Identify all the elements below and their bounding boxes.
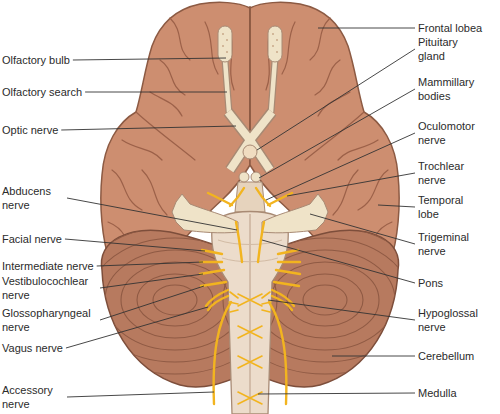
part-label: Intermediate nerve bbox=[2, 259, 94, 273]
brainstem bbox=[212, 212, 289, 414]
cerebellum bbox=[287, 274, 363, 326]
part-label: Accessory nerve bbox=[2, 383, 64, 411]
olfactory-tracts bbox=[226, 39, 228, 41]
leader-line bbox=[73, 58, 226, 60]
optic-chiasm bbox=[228, 112, 272, 170]
olfactory-tracts bbox=[222, 45, 224, 47]
olfactory-tracts bbox=[272, 33, 274, 35]
cerebellum bbox=[153, 285, 197, 315]
part-label: Vagus nerve bbox=[2, 341, 63, 355]
leader-line bbox=[65, 239, 205, 251]
part-label: Hypoglossal nerve bbox=[418, 306, 482, 334]
olfactory-tracts bbox=[225, 60, 275, 112]
olfactory-tracts bbox=[218, 26, 232, 62]
pituitary-mammillary bbox=[239, 172, 249, 182]
pituitary-mammillary bbox=[243, 145, 257, 159]
part-label: Oculomotor nerve bbox=[418, 119, 482, 147]
leader-line bbox=[97, 262, 203, 266]
leader-line bbox=[61, 126, 236, 130]
cranial-nerves bbox=[200, 188, 244, 404]
olfactory-tracts bbox=[218, 26, 282, 112]
optic-chiasm bbox=[228, 112, 272, 170]
part-label: Frontal lobea bbox=[418, 21, 482, 35]
longitudinal-fissure bbox=[249, 6, 250, 135]
olfactory-tracts bbox=[276, 39, 278, 41]
brainstem bbox=[235, 182, 265, 212]
part-label: Trochlear nerve bbox=[418, 159, 482, 187]
leader-line bbox=[67, 198, 237, 230]
trigeminal-roots bbox=[172, 194, 238, 233]
leader-line bbox=[259, 89, 415, 178]
pituitary-mammillary bbox=[239, 145, 261, 182]
trigeminal-roots bbox=[172, 194, 328, 233]
cerebellum bbox=[303, 285, 347, 315]
leader-line bbox=[67, 392, 214, 397]
optic-chiasm bbox=[228, 112, 272, 170]
part-label: Abducens nerve bbox=[2, 184, 64, 212]
leader-line bbox=[266, 133, 415, 200]
cranial-nerves bbox=[200, 188, 300, 404]
cranial-nerves bbox=[238, 294, 262, 404]
part-label: Olfactory search bbox=[2, 85, 82, 99]
part-label: Cerebellum bbox=[418, 349, 474, 363]
olfactory-tracts bbox=[222, 33, 278, 53]
part-label: Glossopharyngeal nerve bbox=[2, 306, 97, 334]
leader-line bbox=[318, 28, 415, 29]
olfactory-tracts bbox=[268, 26, 282, 62]
part-label: Medulla bbox=[418, 386, 457, 400]
part-label: Olfactory bulb bbox=[2, 53, 70, 67]
part-label: Facial nerve bbox=[2, 232, 62, 246]
olfactory-tracts bbox=[222, 33, 224, 35]
leader-line bbox=[258, 393, 415, 394]
olfactory-tracts bbox=[272, 45, 274, 47]
leader-line bbox=[378, 205, 415, 207]
leader-line bbox=[257, 49, 415, 150]
olfactory-tracts bbox=[226, 51, 228, 53]
leader-line bbox=[85, 92, 227, 93]
cranial-nerves bbox=[256, 188, 300, 404]
leader-line bbox=[262, 240, 415, 283]
leader-line bbox=[100, 286, 204, 320]
leader-line bbox=[268, 300, 415, 320]
leader-line bbox=[310, 214, 415, 244]
part-label: Optic nerve bbox=[2, 123, 58, 137]
part-label: Mammillary bodies bbox=[418, 75, 482, 103]
part-label: Pons bbox=[418, 276, 443, 290]
part-label: Pituitary gland bbox=[418, 35, 482, 63]
leader-line bbox=[332, 356, 415, 357]
trigeminal-roots bbox=[262, 194, 328, 233]
part-label: Temporal lobe bbox=[418, 193, 482, 221]
part-label: Vestibulocochlear nerve bbox=[2, 274, 97, 302]
pituitary-mammillary bbox=[251, 172, 261, 182]
leader-line bbox=[100, 274, 203, 288]
part-label: Trigeminal nerve bbox=[418, 230, 482, 258]
leader-line bbox=[287, 173, 415, 196]
olfactory-tracts bbox=[276, 51, 278, 53]
olfactory-tracts bbox=[225, 60, 275, 112]
